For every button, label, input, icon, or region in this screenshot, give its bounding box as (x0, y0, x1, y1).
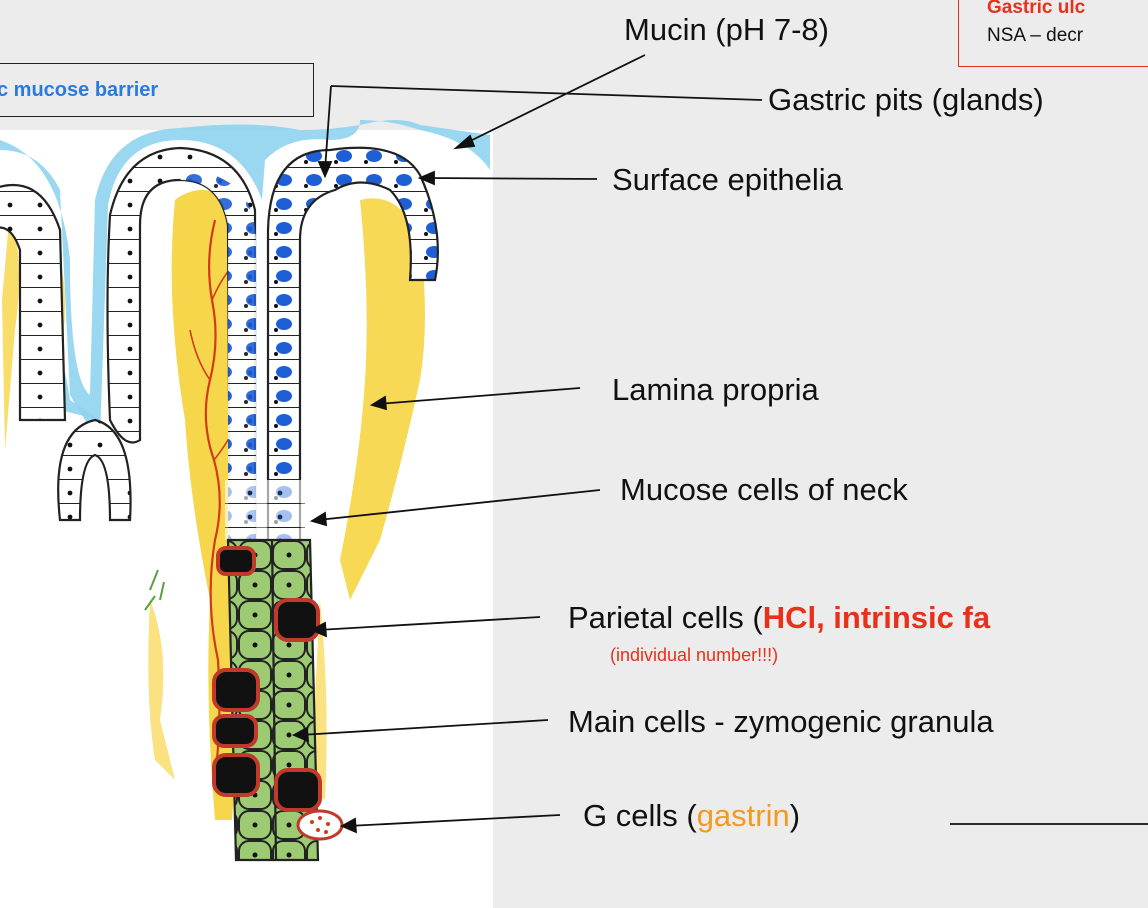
label-surface-epithelia: Surface epithelia (612, 164, 843, 195)
label-main-cells: Main cells - zymogenic granula (568, 706, 994, 737)
label-gastric-pits: Gastric pits (glands) (768, 84, 1044, 115)
gastric-ulcer-text: NSA – decr (987, 25, 1083, 47)
neck-cells (225, 480, 305, 540)
gastric-ulcer-title: Gastric ulc (987, 0, 1085, 19)
parietal-prefix: Parietal cells ( (568, 600, 763, 635)
label-parietal-cells: Parietal cells (HCl, intrinsic fa (568, 602, 990, 633)
g-cells-prefix: G cells ( (583, 798, 697, 833)
g-cells-highlight: gastrin (697, 798, 790, 833)
gastric-ulcer-box: Gastric ulc NSA – decr (958, 0, 1148, 67)
label-mucose-cells-neck: Mucose cells of neck (620, 474, 908, 505)
gastric-mucose-barrier-box: tric mucose barrier (0, 63, 314, 117)
parietal-highlight: HCl, intrinsic fa (763, 600, 990, 635)
label-mucin: Mucin (pH 7-8) (624, 14, 829, 45)
g-cells-suffix: ) (790, 798, 800, 833)
gastric-mucose-barrier-label: tric mucose barrier (0, 79, 158, 102)
label-lamina-propria: Lamina propria (612, 374, 819, 405)
g-cell (298, 811, 342, 839)
label-parietal-note: (individual number!!!) (610, 645, 778, 666)
label-g-cells: G cells (gastrin) (583, 800, 800, 831)
